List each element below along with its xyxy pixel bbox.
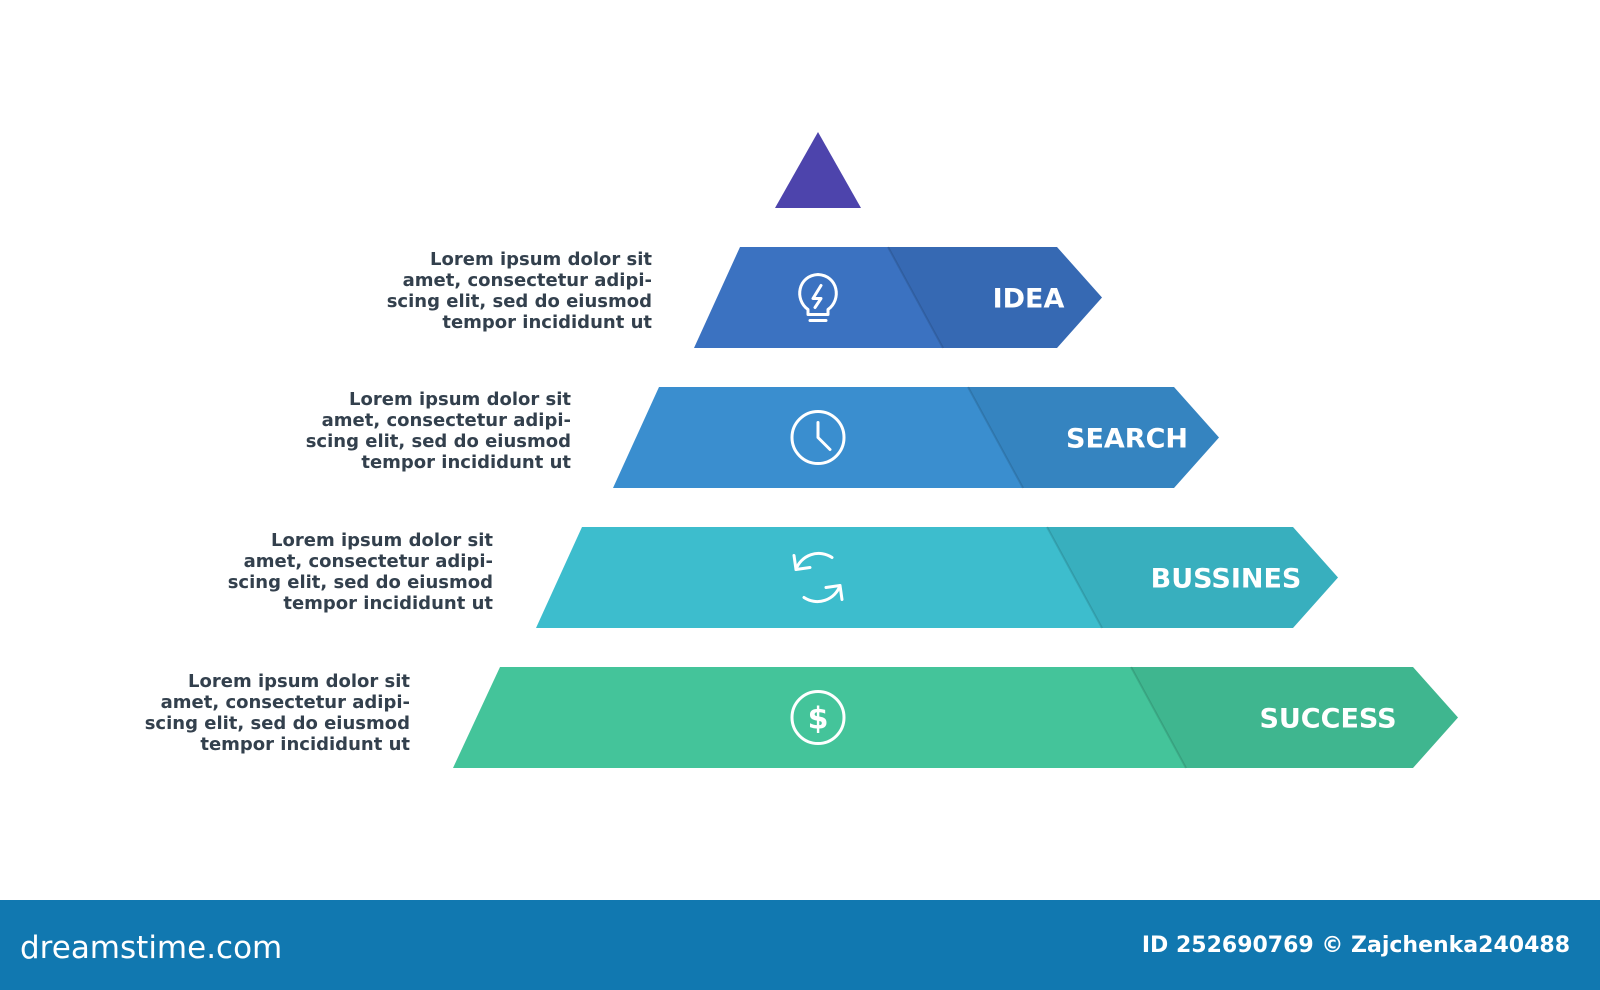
tier-description-2: Lorem ipsum dolor sit amet, consectetur … (306, 389, 571, 473)
description-line: tempor incididunt ut (283, 593, 493, 614)
description-line: scing elit, sed do eiusmod (305, 431, 571, 452)
lightbulb-icon (798, 273, 838, 322)
description-line: Lorem ipsum dolor sit (430, 249, 652, 270)
tier-fold (888, 247, 1102, 348)
description-line: tempor incididunt ut (361, 452, 571, 473)
tier-label: SEARCH (1066, 424, 1188, 455)
description-line: amet, consectetur adipi- (321, 410, 571, 431)
tier-label: BUSSINES (1151, 564, 1302, 595)
description-line: Lorem ipsum dolor sit (188, 671, 410, 692)
tier-idea: IDEA (694, 246, 1102, 349)
footer-logo: dreamstime.com (20, 930, 283, 966)
tier-fold-line (1130, 666, 1187, 769)
tier-fold (1047, 527, 1338, 628)
pyramid-diagram: IDEA SEARCH BUSSINES $ SUCCESS (453, 132, 1458, 769)
description-line: amet, consectetur adipi- (402, 270, 652, 291)
description-line: Lorem ipsum dolor sit (271, 530, 493, 551)
tier-success: $ SUCCESS (453, 666, 1458, 769)
tier-band (694, 247, 1102, 348)
tier-fold (1131, 667, 1458, 768)
description-line: scing elit, sed do eiusmod (144, 713, 410, 734)
tier-label: IDEA (993, 284, 1065, 315)
tier-band (613, 387, 1219, 488)
svg-text:$: $ (808, 702, 829, 737)
tier-band (536, 527, 1338, 628)
tier-label: SUCCESS (1259, 704, 1396, 735)
description-line: tempor incididunt ut (442, 312, 652, 333)
tier-fold-line (1046, 526, 1103, 629)
footer-credit: ID 252690769 © Zajchenka240488 (1141, 933, 1570, 958)
tier-description-1: Lorem ipsum dolor sit amet, consectetur … (387, 249, 652, 333)
tier-description-3: Lorem ipsum dolor sit amet, consectetur … (228, 530, 493, 614)
tier-description-4: Lorem ipsum dolor sit amet, consectetur … (145, 671, 410, 755)
dollar-icon: $ (790, 690, 846, 745)
description-line: amet, consectetur adipi- (243, 551, 493, 572)
description-line: scing elit, sed do eiusmod (386, 291, 652, 312)
tier-bussines: BUSSINES (536, 526, 1338, 629)
tier-band (453, 667, 1458, 768)
refresh-icon (792, 552, 844, 603)
description-line: amet, consectetur adipi- (160, 692, 410, 713)
description-line: Lorem ipsum dolor sit (349, 389, 571, 410)
pyramid-apex (775, 132, 861, 208)
tier-fold (968, 387, 1219, 488)
clock-icon (790, 410, 846, 465)
description-line: tempor incididunt ut (200, 734, 410, 755)
tier-fold-line (967, 386, 1024, 489)
description-line: scing elit, sed do eiusmod (227, 572, 493, 593)
tier-fold-line (887, 246, 944, 349)
tier-search: SEARCH (613, 386, 1219, 489)
footer-bar: dreamstime.com ID 252690769 © Zajchenka2… (0, 900, 1600, 990)
